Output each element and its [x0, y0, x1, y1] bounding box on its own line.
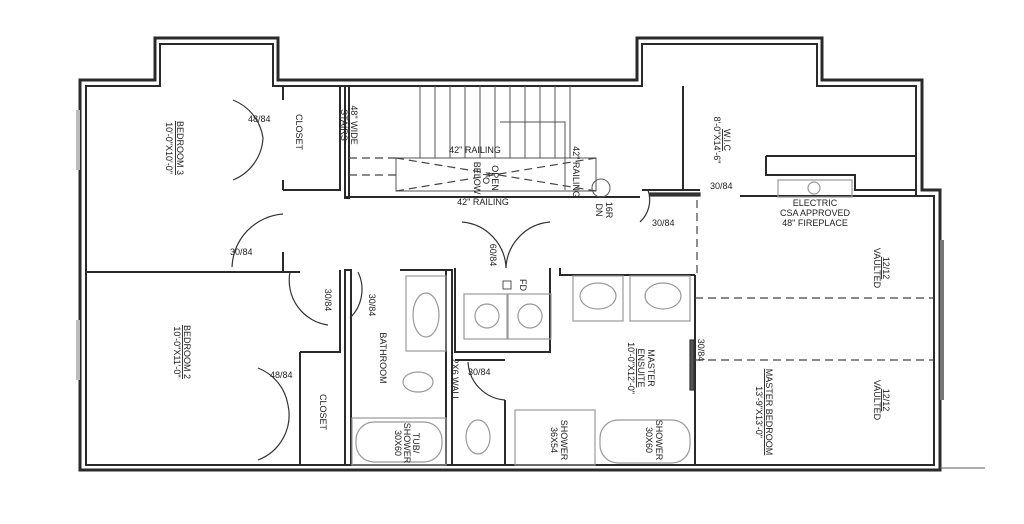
shower-label: SHOWER — [654, 420, 664, 461]
ensuite-name: ENSUITE — [636, 348, 646, 387]
master-bedroom-name: MASTER BEDROOM — [764, 369, 774, 456]
bedroom3-dims: 10'-0"X10'-0" — [164, 122, 174, 174]
floor-drain-label: FD — [518, 279, 528, 291]
bedroom3-name: BEDROOM 3 — [175, 121, 185, 175]
vaulted-pitch: 12/12 — [881, 257, 891, 280]
ensuite-name: MASTER — [646, 349, 656, 387]
wic-dims: 8'-0"X14'-6" — [712, 117, 722, 164]
door-label: 60/84 — [488, 244, 498, 267]
railing-label: 42" RAILING — [449, 145, 501, 155]
wic-name: W.I.C — [722, 129, 732, 151]
shower-size: 30X60 — [644, 427, 654, 453]
floor-drain-icon — [502, 280, 512, 290]
exterior-walls — [76, 36, 985, 472]
fireplace-label: ELECTRIC — [793, 198, 838, 208]
vaulted-pitch: 12/12 — [881, 389, 891, 412]
railing-label: 42" RAILING — [571, 146, 581, 198]
doors — [231, 99, 701, 461]
open-label: OPEN — [490, 165, 500, 191]
fireplace-label: 48" FIREPLACE — [782, 218, 848, 228]
bedroom2-name: BEDROOM 2 — [182, 325, 192, 379]
shower-size: 36X54 — [549, 427, 559, 453]
interior-walls — [86, 85, 934, 466]
door-label: 30/84 — [230, 247, 253, 257]
fireplace-label: CSA APPROVED — [780, 208, 851, 218]
wall-label: 2X6 WALL — [450, 359, 460, 402]
closet3-label: CLOSET — [294, 114, 304, 151]
door-label: 30/84 — [696, 339, 706, 362]
open-label: BELOW — [472, 162, 482, 195]
bathroom-name: BATHROOM — [378, 332, 388, 383]
dn-label: DN — [594, 204, 604, 217]
labels: BEDROOM 3 10'-0"X10'-0" CLOSET 48/84 30/… — [164, 105, 891, 463]
open-label: TO — [481, 172, 491, 184]
fireplace-icon — [777, 179, 853, 198]
shower-label: SHOWER — [559, 420, 569, 461]
stairs-width: 48" WIDE — [349, 105, 359, 144]
fixtures — [351, 179, 853, 466]
closet2-label: CLOSET — [318, 394, 328, 431]
stair-post-icon — [591, 178, 611, 198]
door-label: 30/84 — [367, 294, 377, 317]
door-label: 30/84 — [652, 218, 675, 228]
stairs — [349, 86, 611, 198]
tub-size: 30X60 — [393, 430, 403, 456]
door-label: 48/84 — [270, 370, 293, 380]
vaulted-label: VAULTED — [872, 248, 882, 289]
door-label: 30/84 — [323, 289, 333, 312]
tub-label: TUB/ — [411, 433, 421, 454]
risers-label: 16R — [604, 202, 614, 219]
master-bedroom-dims: 13'-9"X13'-0" — [754, 386, 764, 438]
door-label: 48/84 — [248, 114, 271, 124]
vaulted-label: VAULTED — [872, 380, 882, 421]
railing-label: 42" RAILING — [457, 197, 509, 207]
stairs-label: STAIRS — [339, 109, 349, 141]
door-label: 30/84 — [468, 367, 491, 377]
ensuite-dims: 10'-0"X12'-0" — [626, 342, 636, 394]
tub-label: SHOWER — [402, 423, 412, 464]
bedroom2-dims: 10'-0"X11'-0" — [172, 326, 182, 377]
door-label: 30/84 — [710, 181, 733, 191]
